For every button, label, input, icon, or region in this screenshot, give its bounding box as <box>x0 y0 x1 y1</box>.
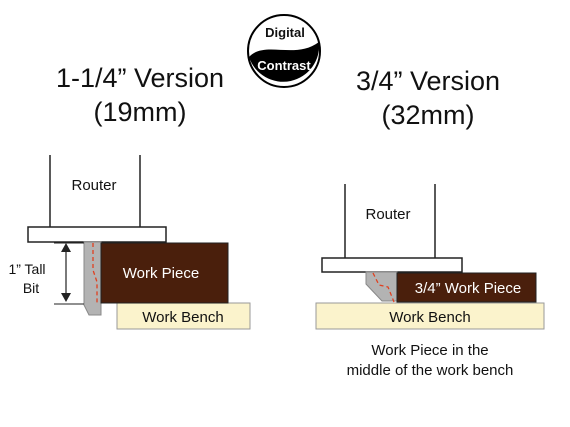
left-work-piece-label: Work Piece <box>123 265 199 282</box>
right-note-line2: middle of the work bench <box>347 362 514 379</box>
left-arrow-head-bottom <box>61 293 71 302</box>
left-cut-line <box>92 243 98 303</box>
left-arrow-head-top <box>61 243 71 252</box>
left-router-label: Router <box>71 177 116 194</box>
left-router-bit <box>83 241 102 316</box>
left-work-bench <box>116 302 251 330</box>
right-work-bench <box>315 302 545 330</box>
right-router-base-plate <box>321 257 463 273</box>
logo-dark-half <box>249 42 320 82</box>
left-router-base-plate <box>27 226 167 243</box>
right-title-line1: 3/4” Version <box>356 66 500 96</box>
logo-text-digital: Digital <box>265 25 305 40</box>
digital-contrast-logo: Digital Contrast <box>247 14 321 88</box>
right-work-piece-label: 3/4” Work Piece <box>415 280 521 297</box>
left-work-bench-label: Work Bench <box>142 309 223 326</box>
right-version-diagram: 3/4” Version (32mm) Router Work Bench 3/… <box>315 66 545 379</box>
right-note-line1: Work Piece in the <box>371 342 488 359</box>
right-router-label: Router <box>365 206 410 223</box>
right-cut-line <box>372 272 395 303</box>
left-work-piece <box>100 242 229 304</box>
left-bit-label-line2: Bit <box>23 280 39 296</box>
right-work-bench-label: Work Bench <box>389 309 470 326</box>
left-title-line2: (19mm) <box>94 97 187 127</box>
left-version-diagram: 1-1/4” Version (19mm) Router Work Bench … <box>8 63 251 330</box>
right-title-line2: (32mm) <box>382 100 475 130</box>
right-work-piece <box>396 272 537 303</box>
left-title-line1: 1-1/4” Version <box>56 63 224 93</box>
logo-text-contrast: Contrast <box>257 58 311 73</box>
right-router-bit <box>365 271 398 302</box>
left-bit-label-line1: 1” Tall <box>8 261 45 277</box>
